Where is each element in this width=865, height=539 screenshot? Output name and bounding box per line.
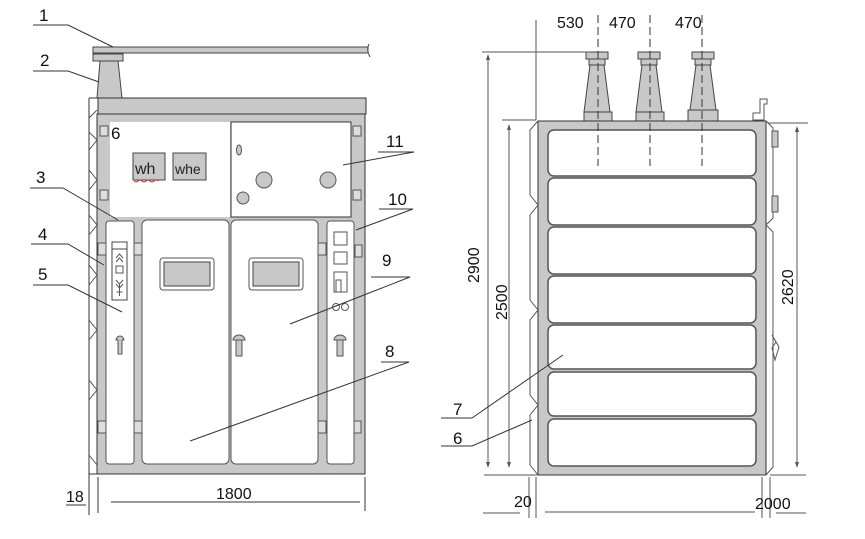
bushing <box>687 51 719 122</box>
control-knob[interactable] <box>319 171 337 189</box>
front-dimension-lines <box>66 473 366 513</box>
door-window <box>163 261 211 287</box>
meter-whe <box>172 152 207 181</box>
main-door-left[interactable] <box>141 219 230 465</box>
door-handle-grip[interactable] <box>235 339 243 357</box>
door-window <box>252 261 300 287</box>
dimension-height-2900: 2900 <box>466 247 483 283</box>
hinge <box>97 242 107 256</box>
indicator-lamp <box>236 144 242 156</box>
hinge <box>317 242 327 256</box>
indicator-square <box>333 231 348 246</box>
hinge <box>133 420 143 434</box>
callout-6-label: 6 <box>453 429 462 448</box>
dimension-offset-18: 18 <box>66 489 84 506</box>
spellcheck-underline <box>133 179 159 183</box>
callout-7-label: 7 <box>453 400 462 419</box>
radiator-fins <box>547 129 757 467</box>
insulator-support <box>96 60 123 99</box>
switch-lever[interactable] <box>335 279 342 293</box>
bushing-spacing-470: 470 <box>675 15 702 32</box>
callout-3-label: 3 <box>36 168 45 187</box>
side-view: 530 470 470 2900 2500 2620 20 2000 7 6 <box>441 15 808 518</box>
dimension-width-2000: 2000 <box>755 496 791 513</box>
side-leader-lines <box>441 354 564 447</box>
square-symbol-icon <box>115 265 124 274</box>
indicator-square <box>333 251 348 265</box>
bushing-centerlines <box>597 15 703 166</box>
lifting-hook <box>752 98 768 121</box>
door-handle[interactable] <box>333 334 347 341</box>
bushing-spacing-530: 530 <box>557 15 584 32</box>
roof <box>97 97 367 115</box>
hinge <box>353 420 362 434</box>
hinge <box>133 242 143 256</box>
side-dimension-lines <box>482 20 808 518</box>
up-arrow-icon <box>115 253 124 263</box>
meter-wh <box>132 152 166 181</box>
control-panel <box>230 121 352 218</box>
drain-valve <box>771 334 780 362</box>
radiator-fin <box>547 226 757 275</box>
dimension-width-1800: 1800 <box>216 486 252 503</box>
control-knob[interactable] <box>255 171 273 189</box>
door-handle[interactable] <box>232 334 246 341</box>
indicator-cap <box>111 241 128 250</box>
door-handle-grip[interactable] <box>336 339 344 357</box>
callout-6-label: 6 <box>111 124 120 143</box>
radiator-fin <box>547 129 757 177</box>
hinge <box>99 125 109 137</box>
meter-wh-label: wh <box>134 161 155 178</box>
callout-8-label: 8 <box>385 342 394 361</box>
callout-11-label: 11 <box>386 132 404 151</box>
bushing-spacing-470: 470 <box>609 15 636 32</box>
main-door-right[interactable] <box>230 219 319 465</box>
hinge <box>352 189 362 201</box>
busbar <box>92 46 369 54</box>
hinge <box>354 244 363 258</box>
callout-5-label: 5 <box>38 265 47 284</box>
radiator-fin <box>547 177 757 226</box>
door-handle[interactable] <box>115 335 125 355</box>
hinge <box>99 189 109 201</box>
hinge <box>97 420 107 434</box>
busbar-end-icon <box>367 43 371 58</box>
radiator-fin <box>547 418 757 467</box>
callout-9-label: 9 <box>382 251 391 270</box>
dimension-arrows <box>486 54 799 468</box>
radiator-fin <box>547 324 757 370</box>
left-housing-wall <box>529 120 539 476</box>
hinge <box>352 125 362 137</box>
front-view: 6 wh whe <box>30 6 415 515</box>
hinge <box>317 420 327 434</box>
side-bracket <box>771 130 779 148</box>
callout-4-label: 4 <box>38 225 47 244</box>
callout-1-label: 1 <box>39 6 48 25</box>
dimension-height-2620: 2620 <box>780 269 797 305</box>
radiator-fin <box>547 371 757 417</box>
left-zigzag-edge <box>88 109 98 466</box>
dimension-height-2500: 2500 <box>494 284 511 320</box>
dimension-offset-20: 20 <box>514 494 532 511</box>
meter-whe-label: whe <box>174 161 201 177</box>
side-bracket <box>771 195 779 213</box>
callout-10-label: 10 <box>388 190 407 209</box>
front-leader-lines <box>30 24 415 442</box>
meter-compartment <box>110 122 230 217</box>
control-button[interactable] <box>236 191 250 205</box>
radiator-fin <box>547 275 757 324</box>
ground-symbol-icon <box>115 279 124 296</box>
indicator-light <box>341 303 349 311</box>
busbar-clamp <box>92 53 124 62</box>
right-housing-wall <box>765 120 774 476</box>
callout-2-label: 2 <box>40 51 49 70</box>
